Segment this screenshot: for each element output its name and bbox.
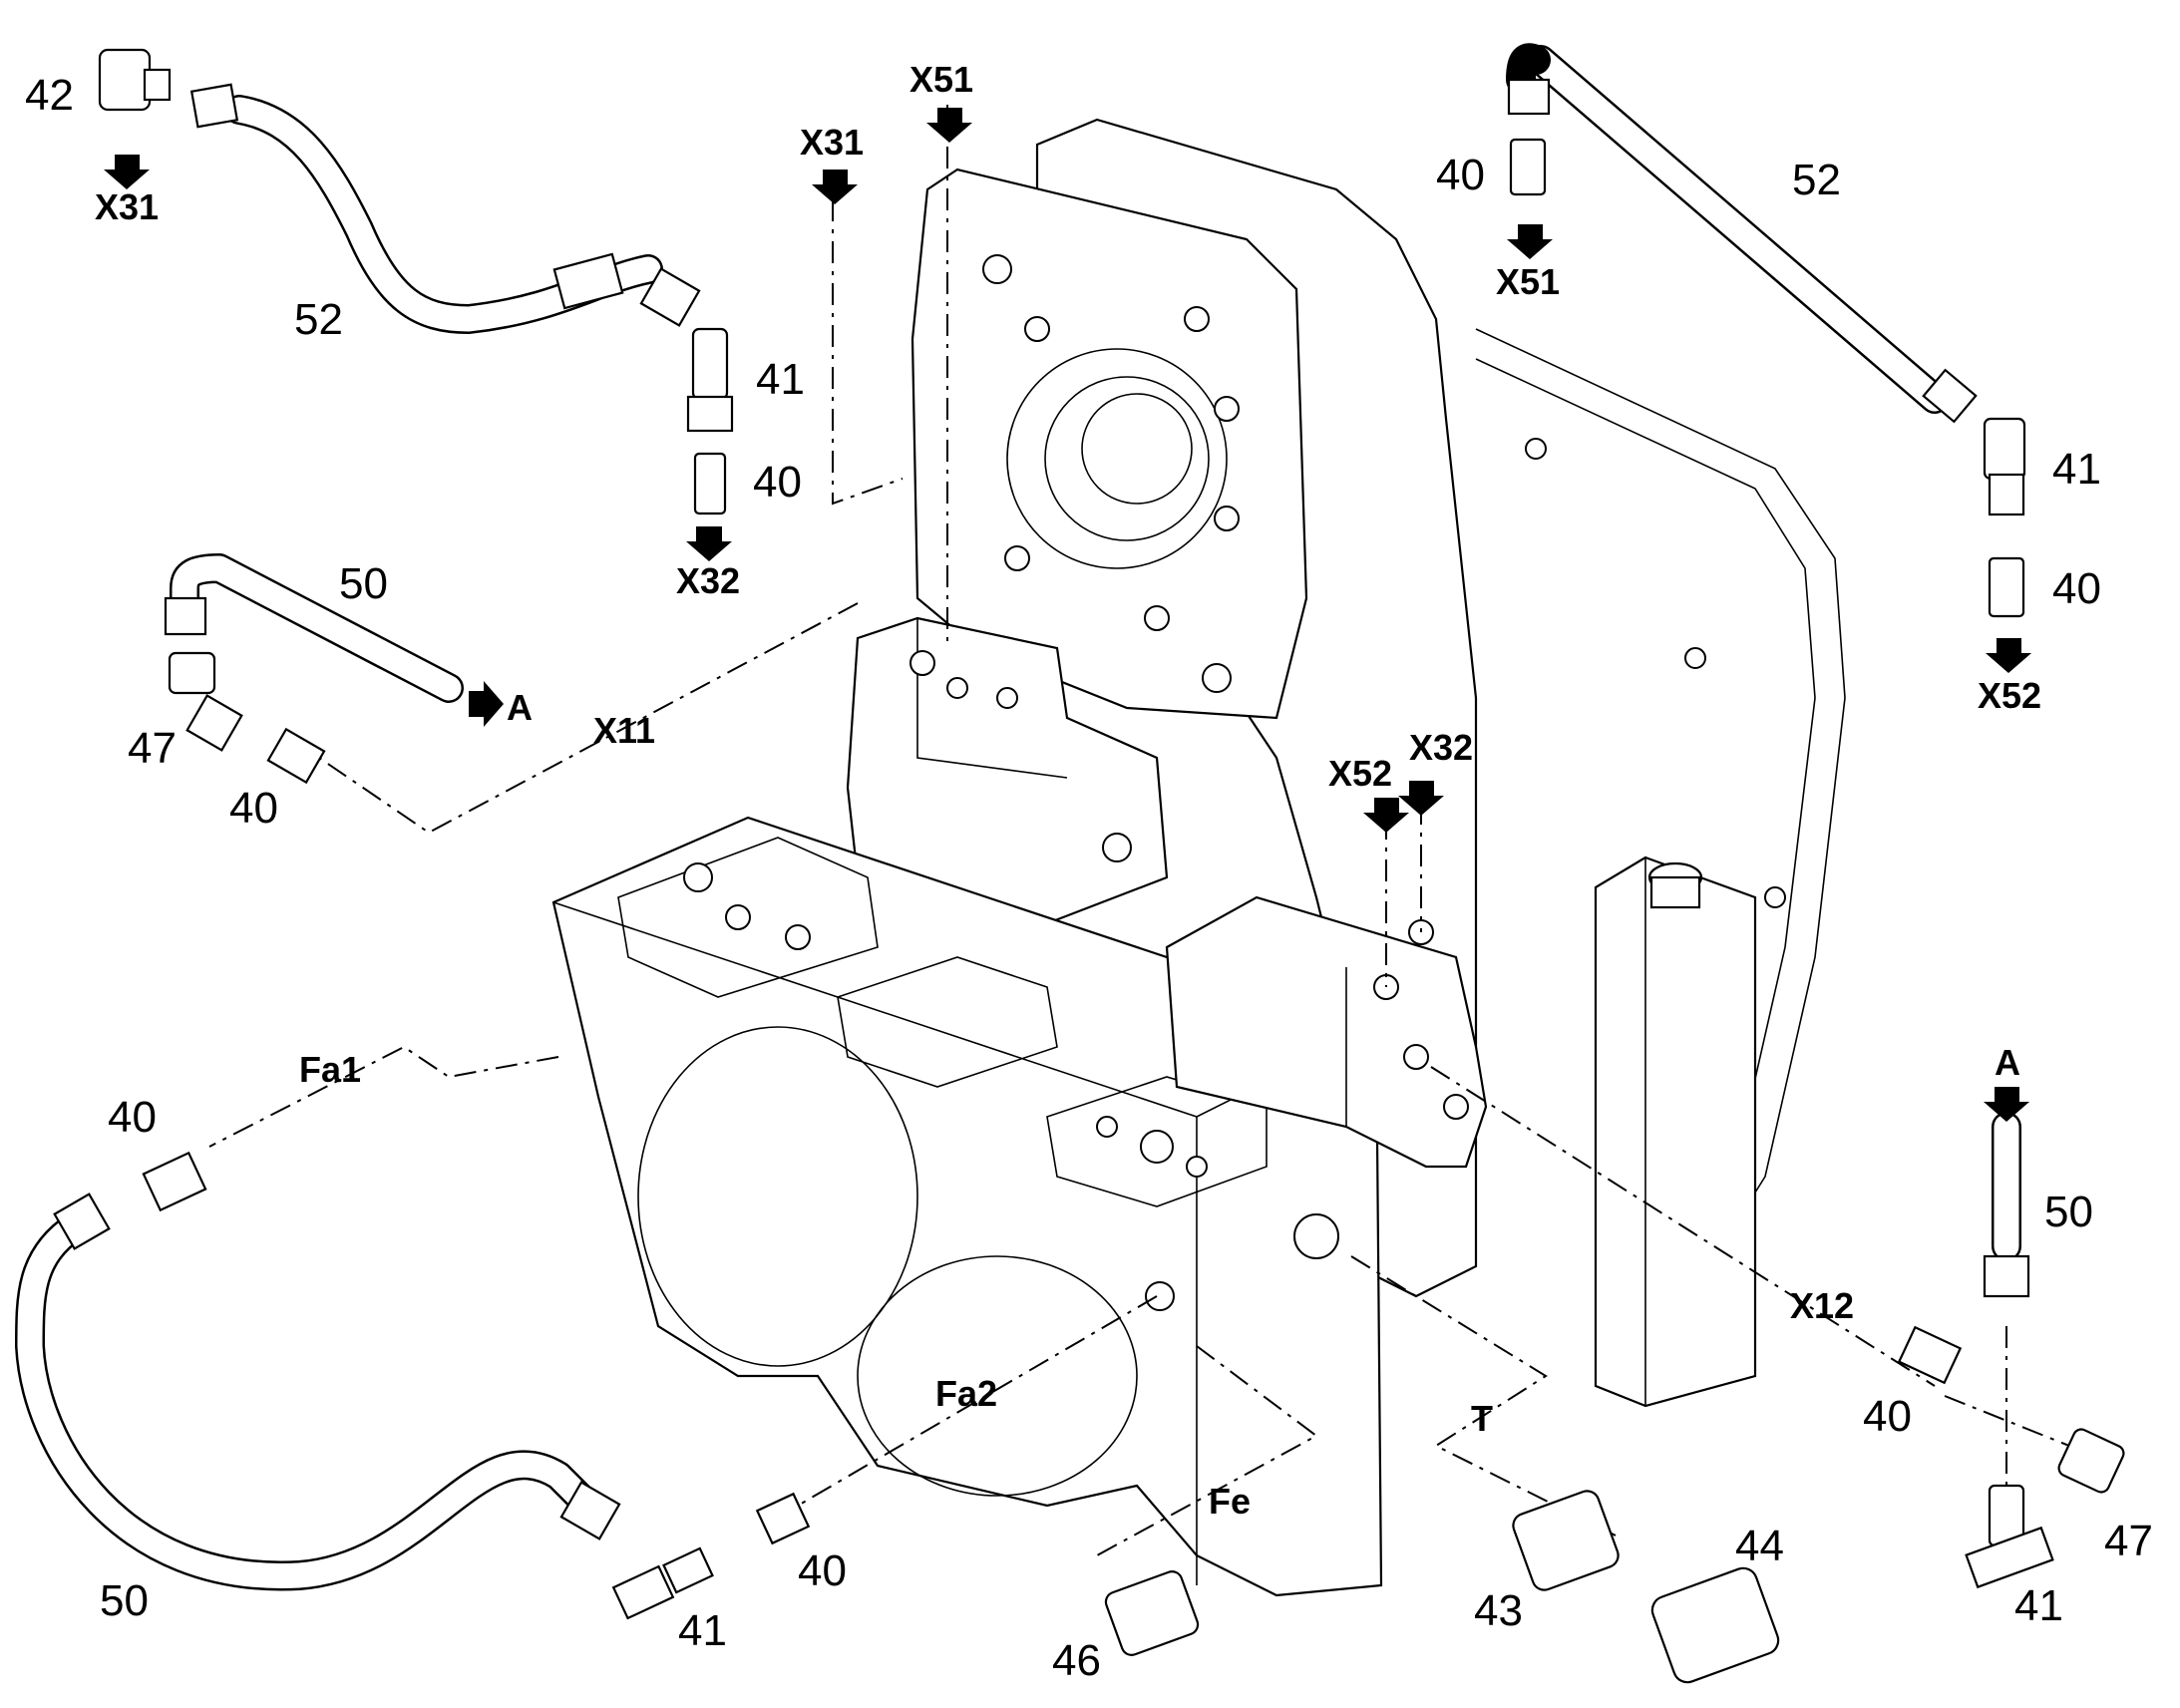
label-41-upper: 41 [756,355,805,404]
label-41-bottom: 41 [678,1606,727,1655]
port-x32-center: X32 [1409,727,1473,768]
label-44: 44 [1735,1522,1784,1570]
arrow-x32-icon [686,526,732,561]
label-52-left: 52 [294,295,343,344]
arrow-x32b-icon [1398,781,1444,816]
label-50-lower: 50 [100,1576,149,1625]
hose-52-right [1506,43,1978,424]
label-40-upper: 40 [753,458,802,507]
port-fe: Fe [1209,1481,1251,1522]
label-42: 42 [25,71,74,120]
arrow-x31-icon [104,155,150,189]
arrow-a-icon [469,681,504,727]
port-a-left: A [507,687,533,728]
port-x31-left: X31 [95,186,159,227]
label-40-bottom: 40 [798,1546,847,1595]
filter-block [1594,855,1757,1408]
arrow-a2-icon [1984,1087,2029,1122]
label-43: 43 [1474,1586,1523,1635]
port-x11: X11 [593,710,655,751]
arrow-x52b-icon [1986,638,2031,673]
port-x51-center: X51 [909,59,973,100]
port-x51-right: X51 [1496,261,1560,302]
port-x32-left: X32 [676,560,740,601]
port-x31-center: X31 [800,122,864,163]
port-t: T [1471,1398,1493,1439]
arrows [104,108,2031,1122]
arrow-x51b-icon [1507,224,1553,259]
port-fa1: Fa1 [299,1049,361,1090]
label-40-fa1: 40 [108,1093,157,1142]
hose-50-upper [164,553,464,703]
label-40-upper-right: 40 [1436,151,1485,199]
port-labels: X31 X32 X31 X51 X51 X52 X52 X32 X11 X12 … [95,59,2041,1522]
port-x12: X12 [1790,1285,1854,1326]
port-x52-center: X52 [1328,753,1392,794]
label-52-right: 52 [1792,156,1841,204]
label-40-right: 40 [2052,564,2101,613]
arrow-x31b-icon [812,170,858,204]
label-47-lower-right: 47 [2104,1517,2153,1565]
upper-control-valve [846,616,1169,929]
fittings [98,48,2125,1684]
label-40-lower-right: 40 [1863,1392,1912,1441]
port-a-right: A [1995,1042,2020,1083]
label-50-right: 50 [2044,1188,2093,1236]
hose-50-lower [15,1193,621,1591]
arrow-x51-icon [926,108,972,143]
port-x52-right: X52 [1978,675,2041,716]
label-40-left: 40 [229,784,278,833]
label-47-upper: 47 [128,724,177,773]
arrow-x52-icon [1363,798,1409,833]
part-labels: 42 52 41 40 50 47 40 40 52 41 40 40 50 4… [25,71,2153,1685]
hose-52-left [189,83,701,334]
label-41-right: 41 [2052,445,2101,494]
label-41-lower-right: 41 [2014,1581,2063,1630]
hose-50-right [1983,1112,2030,1298]
pump-flange [910,168,1308,720]
label-46: 46 [1052,1636,1101,1685]
port-fa2: Fa2 [935,1373,997,1414]
label-50-upper: 50 [339,559,388,608]
